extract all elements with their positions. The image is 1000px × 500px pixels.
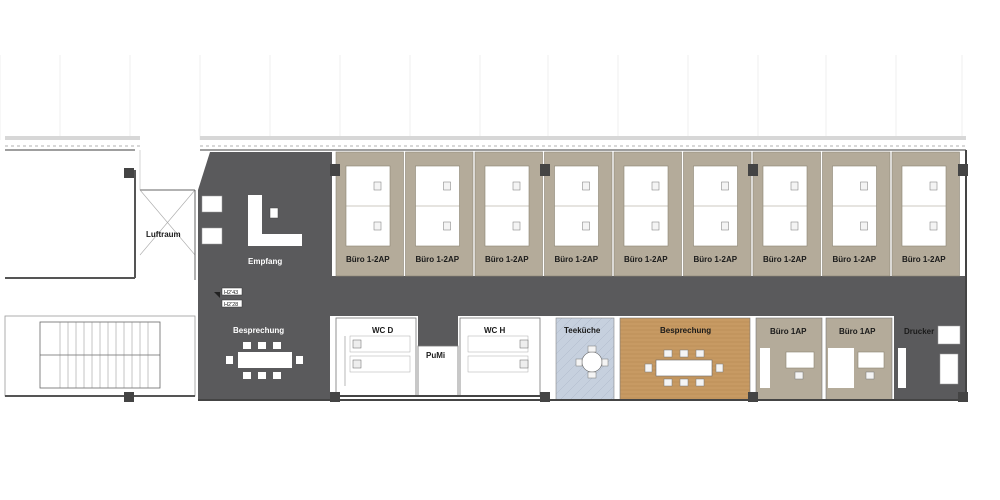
label-buero-1ap-a: Büro 1AP	[770, 327, 807, 336]
office-band: Büro 1-2AP Büro 1-2AP Büro 1-2AP Büro 1-2AP…	[335, 151, 960, 277]
office-cell: Büro 1-2AP	[752, 151, 821, 277]
left-void-structure	[5, 150, 196, 280]
office-cell: Büro 1-2AP	[335, 151, 404, 277]
office-chair	[651, 181, 660, 191]
office-chair	[860, 221, 868, 231]
label-drucker: Drucker	[904, 327, 934, 336]
label-office-3: Büro 1-2AP	[485, 255, 529, 264]
office-chair	[790, 221, 799, 231]
building	[198, 152, 966, 400]
facade	[5, 136, 966, 151]
bottom-rooms	[334, 317, 961, 401]
label-pumi: PuMi	[426, 351, 445, 360]
office-chair	[651, 221, 660, 231]
label-office-5: Büro 1-2AP	[624, 255, 668, 264]
office-cell: Büro 1-2AP	[474, 151, 543, 277]
label-office-7: Büro 1-2AP	[763, 255, 807, 264]
label-empfang: Empfang	[248, 257, 282, 266]
facade-grid	[0, 55, 963, 140]
staircase	[4, 315, 196, 402]
office-chair	[373, 221, 382, 231]
label-office-8: Büro 1-2AP	[833, 255, 877, 264]
office-chair	[512, 221, 521, 231]
columns	[198, 150, 968, 402]
office-chair	[860, 181, 868, 191]
office-chair	[512, 181, 521, 191]
office-chair	[721, 221, 729, 231]
label-office-6: Büro 1-2AP	[694, 255, 738, 264]
height-tag-1: H2'43	[224, 290, 238, 296]
office-chair	[582, 181, 590, 191]
label-buero-1ap-b: Büro 1AP	[839, 327, 876, 336]
label-office-1: Büro 1-2AP	[346, 255, 390, 264]
reception-furniture	[201, 195, 302, 246]
office-chair	[790, 181, 799, 191]
label-besprechung-mid: Besprechung	[660, 326, 711, 335]
office-cell: Büro 1-2AP	[613, 151, 682, 277]
office-cell: Büro 1-2AP	[822, 151, 891, 277]
height-tags: H2'43 H2'28	[214, 287, 243, 308]
office-chair	[929, 181, 938, 191]
office-cell: Büro 1-2AP	[891, 151, 960, 277]
height-tag-2: H2'28	[224, 302, 238, 308]
label-office-2: Büro 1-2AP	[416, 255, 460, 264]
office-cell: Büro 1-2AP	[405, 151, 474, 277]
office-chair	[443, 221, 451, 231]
label-besprechung-left: Besprechung	[233, 326, 284, 335]
office-chair	[582, 221, 590, 231]
office-cell: Büro 1-2AP	[683, 151, 752, 277]
office-chair	[373, 181, 382, 191]
office-chair	[721, 181, 729, 191]
label-office-9: Büro 1-2AP	[902, 255, 946, 264]
office-chair	[443, 181, 451, 191]
label-wc-h: WC H	[484, 326, 506, 335]
label-luftraum: Luftraum	[146, 230, 181, 239]
office-cell: Büro 1-2AP	[544, 151, 613, 277]
label-office-4: Büro 1-2AP	[555, 255, 599, 264]
label-teekueche: Teeküche	[564, 326, 601, 335]
office-chair	[929, 221, 938, 231]
room-labels: Luftraum Empfang Besprechung WC D WC H P…	[146, 230, 934, 360]
label-wc-d: WC D	[372, 326, 394, 335]
meeting-table-left	[226, 342, 303, 379]
